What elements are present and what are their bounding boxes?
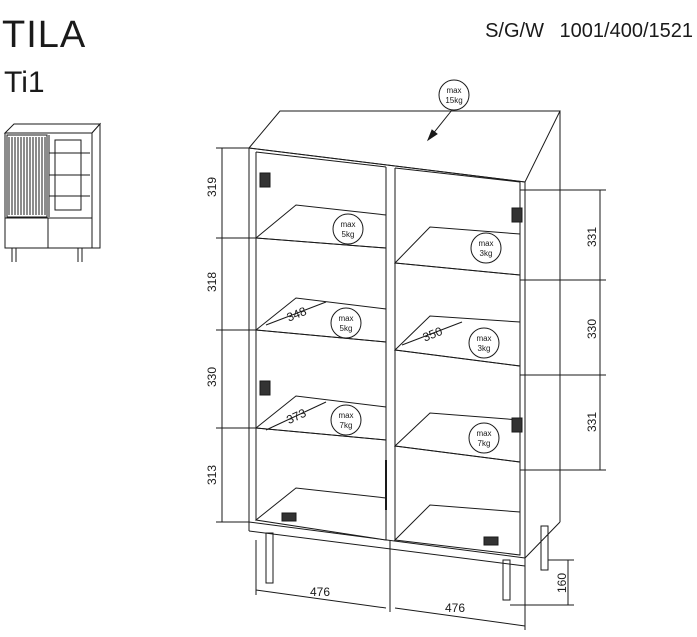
load-right-2-max: max xyxy=(476,334,491,343)
right-dim-2: 330 xyxy=(585,319,599,339)
load-left-1-kg: 5kg xyxy=(342,230,355,239)
leg-dimension-lines xyxy=(510,559,574,606)
load-circle-left-1 xyxy=(332,213,364,245)
load-right-3-kg: 7kg xyxy=(478,439,491,448)
load-circle-right-1 xyxy=(470,232,502,264)
leg-dim: 160 xyxy=(555,573,569,593)
width-dim-2: 476 xyxy=(445,601,465,615)
arrow-head-icon xyxy=(426,129,438,142)
left-dim-4: 313 xyxy=(205,465,219,485)
right-dim-1: 331 xyxy=(585,227,599,247)
load-top-max: max xyxy=(446,86,461,95)
cabinet-thumbnail xyxy=(3,122,102,262)
right-dim-3: 331 xyxy=(585,412,599,432)
cabinet-body xyxy=(248,110,561,601)
load-right-3-max: max xyxy=(476,429,491,438)
load-left-2-kg: 5kg xyxy=(340,324,353,333)
load-top-kg: 15kg xyxy=(445,96,462,105)
load-right-2-kg: 3kg xyxy=(478,344,491,353)
load-left-3-kg: 7kg xyxy=(340,421,353,430)
width-dimension-lines xyxy=(255,540,526,630)
left-dim-2: 318 xyxy=(205,272,219,292)
width-dim-1: 476 xyxy=(310,585,330,599)
load-circle-top xyxy=(438,79,470,111)
hinges xyxy=(259,172,523,546)
left-dim-1: 319 xyxy=(205,177,219,197)
load-left-3-max: max xyxy=(338,411,353,420)
right-dimension-lines xyxy=(520,189,606,471)
depth-line-373 xyxy=(265,401,327,431)
product-title: TILA xyxy=(2,14,87,56)
depth-line-348 xyxy=(265,301,327,326)
load-right-1-kg: 3kg xyxy=(480,249,493,258)
load-left-1-max: max xyxy=(340,220,355,229)
load-circle-left-3 xyxy=(330,404,362,436)
load-circle-left-2 xyxy=(330,307,362,339)
left-dimension-lines xyxy=(216,147,256,523)
dimensions-label: S/G/W xyxy=(485,20,544,42)
dimensions-value: 1001/400/1521 xyxy=(559,20,693,42)
model-code: Ti1 xyxy=(4,66,45,99)
load-circle-right-3 xyxy=(468,422,500,454)
depth-line-350 xyxy=(401,321,463,346)
left-dim-3: 330 xyxy=(205,367,219,387)
dimensions-heading: S/G/W 1001/400/1521 xyxy=(485,20,693,43)
load-right-1-max: max xyxy=(478,239,493,248)
load-circle-right-2 xyxy=(468,327,500,359)
load-left-2-max: max xyxy=(338,314,353,323)
